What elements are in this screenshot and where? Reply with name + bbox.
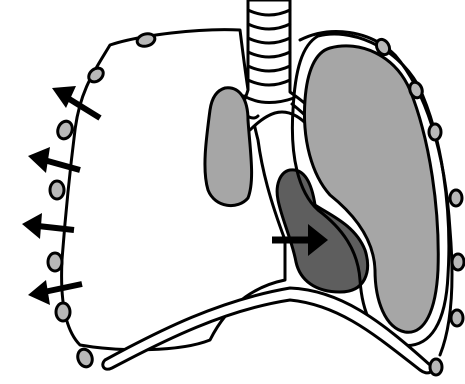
rib-section [50,181,64,199]
rib-section [48,253,62,271]
rib-section [429,124,441,140]
rib-section [452,254,464,270]
collapsed-left-lung [205,88,252,206]
rib-section [430,359,442,375]
rib-section [55,119,74,141]
rib-section [451,310,463,326]
rib-section [450,190,462,206]
rib-section [75,347,94,369]
rib-section [56,303,70,321]
